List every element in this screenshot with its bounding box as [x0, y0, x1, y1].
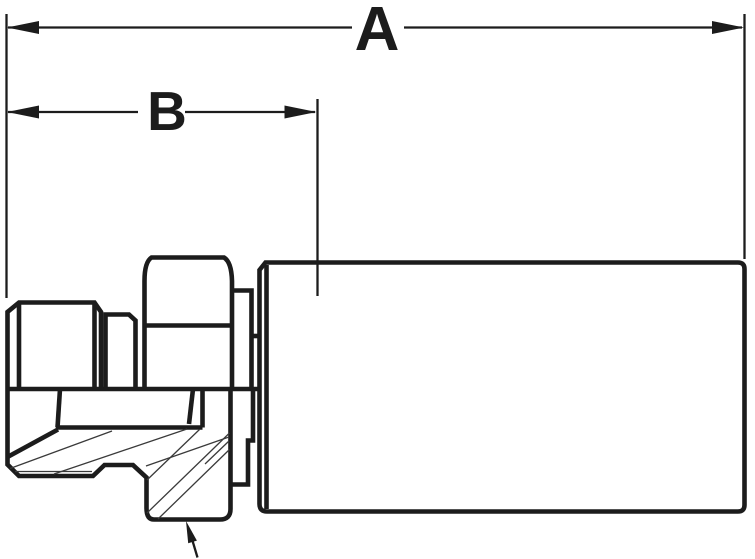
washer-outline	[232, 288, 254, 389]
dimension-b-arrowhead-left-icon	[7, 105, 39, 119]
section-washer-step	[231, 389, 256, 487]
dimension-b: B	[7, 80, 319, 296]
section-cone-edge	[6, 427, 60, 460]
hatching-port-side	[9, 428, 230, 475]
dimension-a: A	[5, 0, 746, 298]
hatch-line	[145, 436, 230, 467]
leader-arrowhead-icon	[186, 521, 197, 544]
section-outer-profile	[5, 389, 233, 522]
dimension-b-arrowhead-right-icon	[284, 105, 317, 119]
hex-nut-outline	[142, 255, 235, 389]
leader-arrow	[186, 521, 199, 558]
hatch-line	[9, 430, 113, 470]
thread-cavity-left-edge	[55, 388, 63, 428]
shell-outline	[257, 260, 747, 514]
thread-cavity-seat-edge	[186, 388, 196, 425]
dimension-a-arrowhead-left-icon	[7, 21, 39, 34]
dimension-a-label: A	[355, 0, 400, 64]
collar-outline	[103, 312, 138, 389]
hatch-line	[146, 429, 200, 481]
fitting-outline-top	[5, 255, 747, 514]
hatch-line	[146, 432, 230, 514]
hatching-nipple-side	[146, 429, 230, 520]
fitting-section-bottom	[5, 386, 260, 522]
hatch-line	[204, 440, 230, 465]
hatch-line	[53, 428, 188, 475]
hatch-line	[157, 449, 230, 520]
port-end-outline	[5, 300, 104, 389]
dimension-b-label: B	[147, 80, 187, 142]
dimension-a-arrowhead-right-icon	[712, 21, 744, 34]
